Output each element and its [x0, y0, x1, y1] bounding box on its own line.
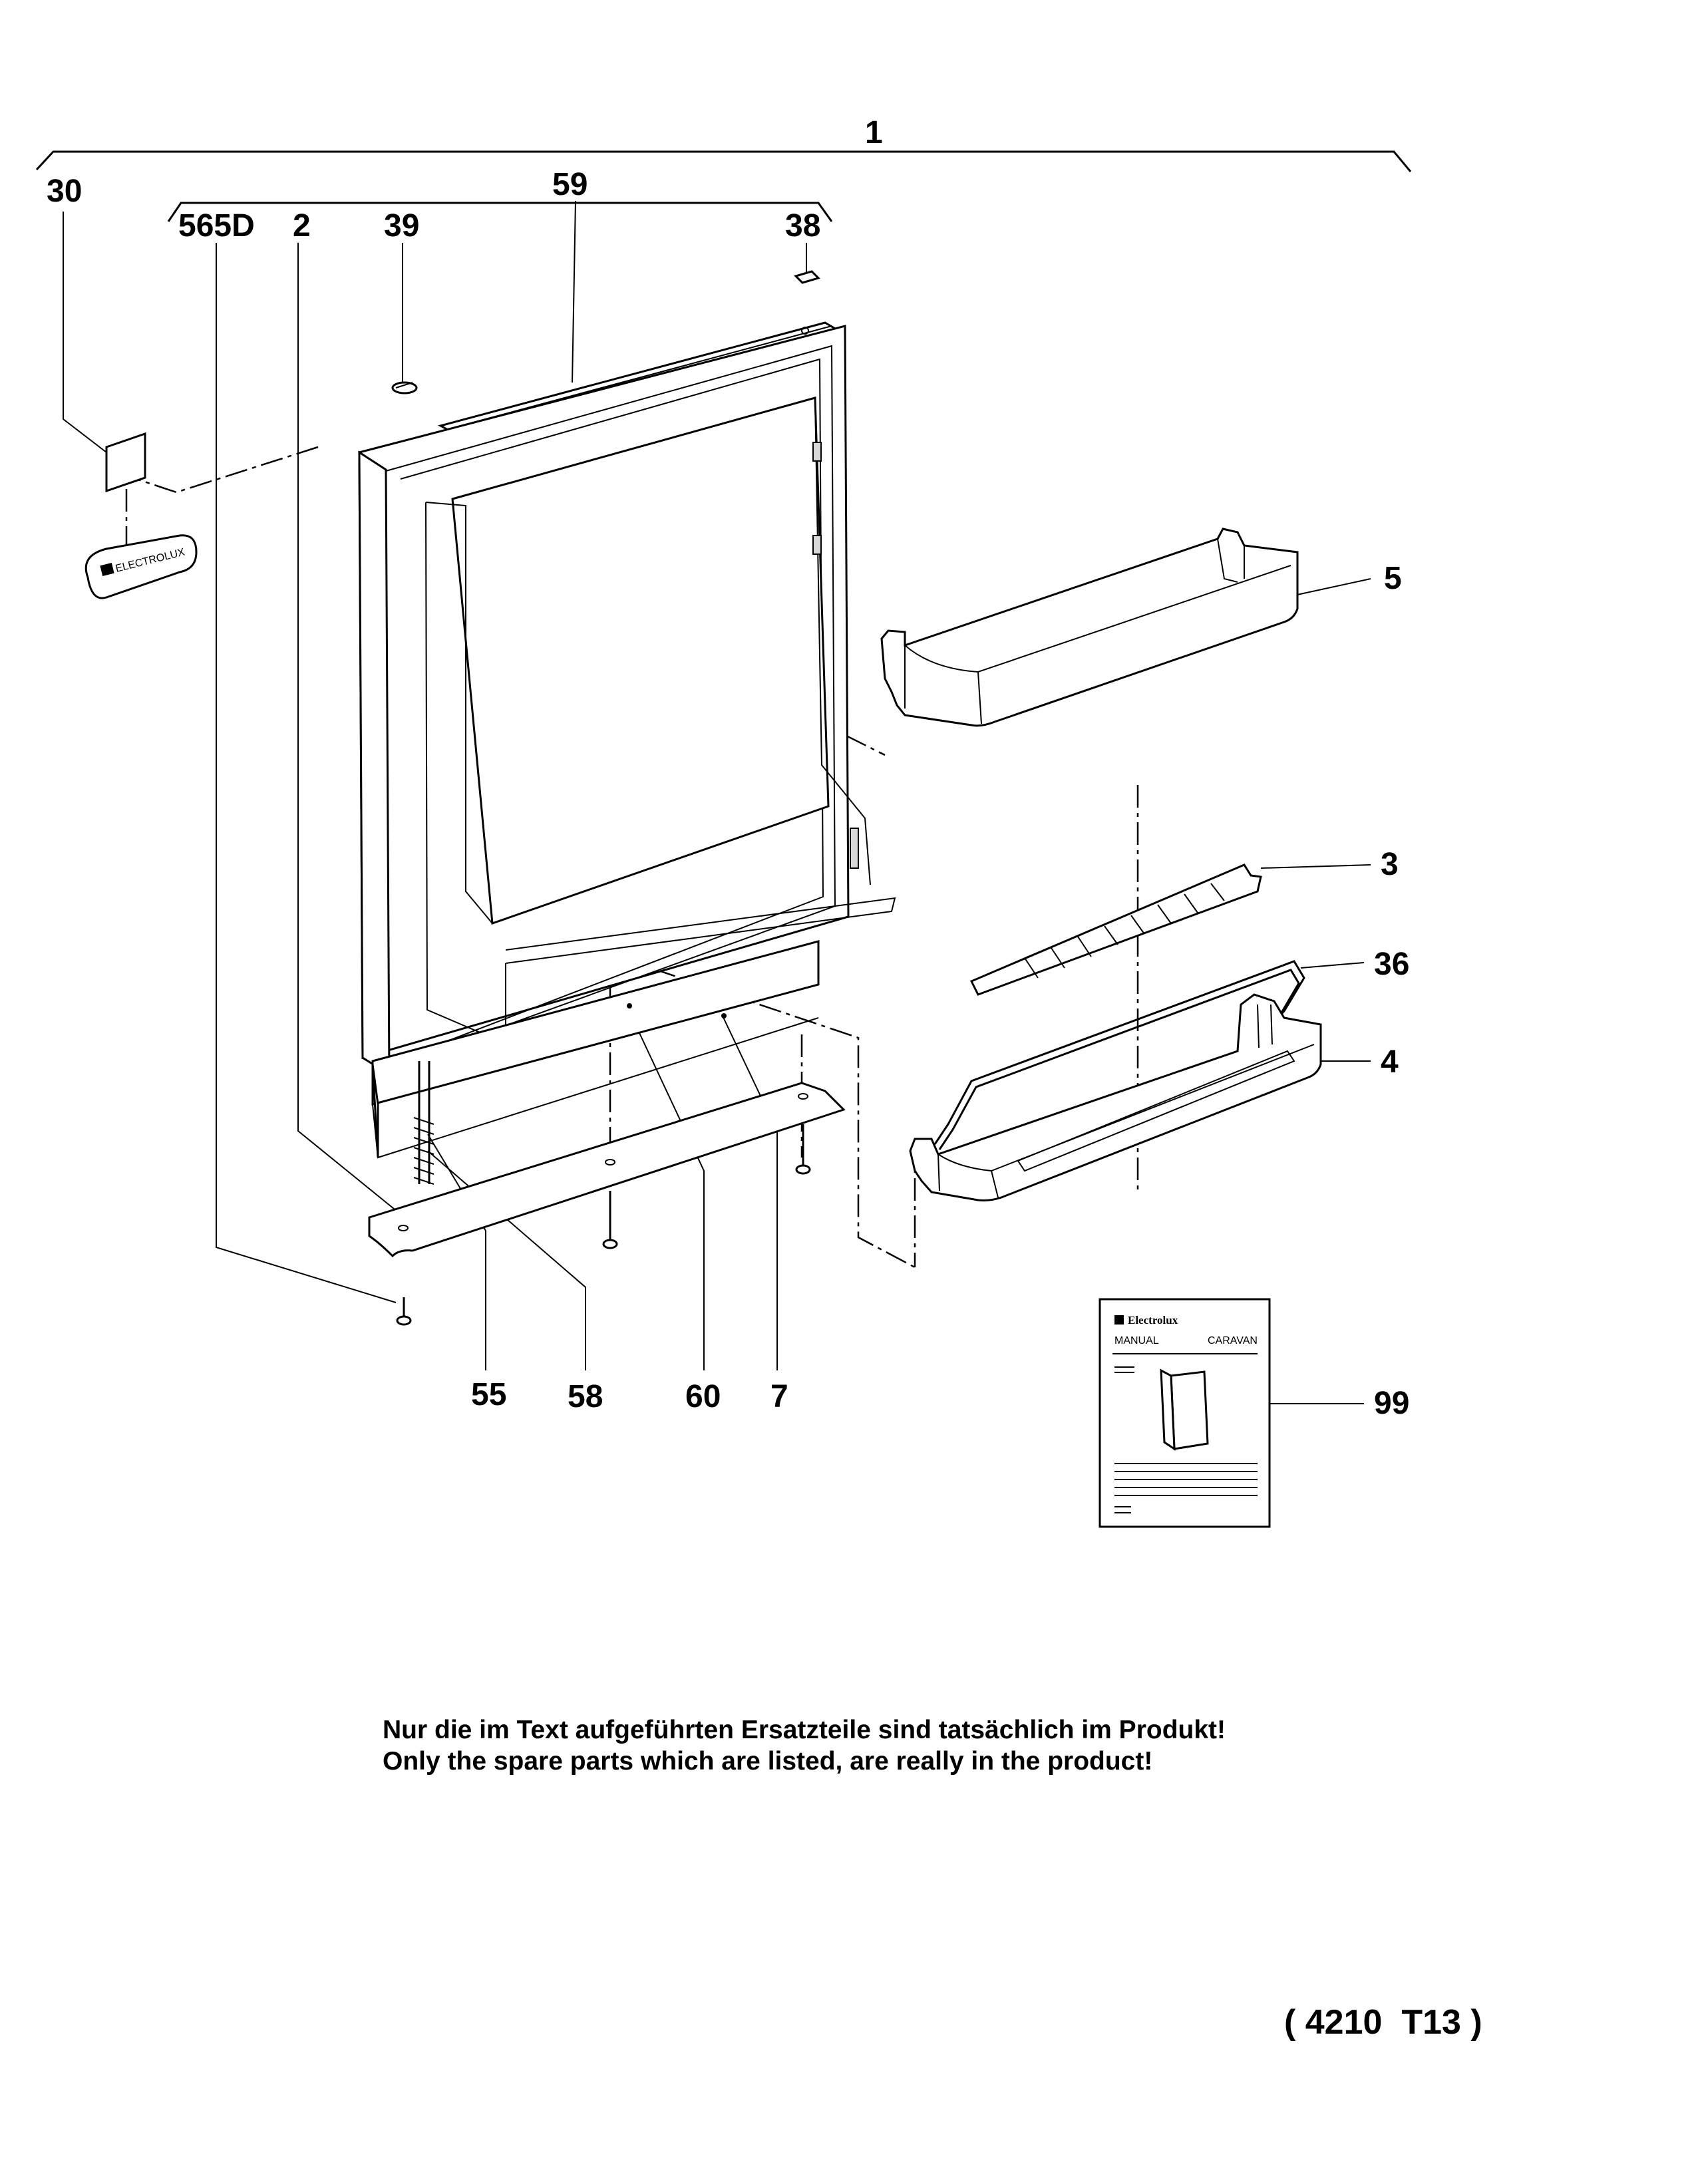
group-bracket-59 [167, 202, 833, 222]
disclaimer-line-german: Nur die im Text aufgeführten Ersatzteile… [383, 1716, 1226, 1744]
callout-4: 4 [1381, 1044, 1399, 1080]
callout-5: 5 [1384, 561, 1402, 596]
callout-3: 3 [1381, 847, 1399, 882]
screw-60 [602, 1191, 618, 1249]
drawing-code: ( 4210 T13 ) [1284, 2003, 1482, 2042]
callout-39: 39 [384, 208, 419, 243]
callout-30: 30 [47, 174, 82, 209]
shelf-rail-3 [969, 863, 1262, 996]
door-shelf-5 [880, 528, 1299, 727]
wire-guard-36 [933, 960, 1305, 1150]
callout-38: 38 [785, 208, 820, 243]
disclaimer-line-english: Only the spare parts which are listed, a… [383, 1747, 1153, 1776]
label-patch-30 [105, 432, 146, 493]
callout-565d: 565D [178, 208, 255, 243]
callout-59: 59 [552, 167, 588, 202]
callout-58: 58 [568, 1379, 603, 1414]
hinge-pin-39 [391, 381, 418, 394]
hinge-pin-38 [794, 270, 820, 284]
spring-55 [413, 1061, 434, 1185]
callout-1: 1 [865, 115, 883, 150]
manual-brand: Electrolux [1128, 1314, 1178, 1326]
door-panel-2 [358, 325, 896, 1159]
manual-left-label: MANUAL [1114, 1335, 1159, 1346]
manual-99: Electrolux MANUAL CARAVAN [1099, 1298, 1271, 1528]
group-bracket-1 [35, 150, 1412, 172]
disclaimer-note: Nur die im Text aufgeführten Ersatzteile… [383, 1714, 1226, 1777]
callout-55: 55 [471, 1377, 506, 1412]
screw-565d [396, 1297, 412, 1326]
door-shelf-4 [909, 993, 1322, 1201]
screw-7 [795, 1124, 811, 1175]
bottom-bracket-58 [368, 1082, 846, 1258]
callout-36: 36 [1374, 947, 1409, 982]
callout-7: 7 [770, 1379, 788, 1414]
callout-2: 2 [293, 208, 311, 243]
manual-right-label: CARAVAN [1208, 1335, 1258, 1346]
electrolux-badge: ELECTROLUX [85, 534, 198, 599]
callout-99: 99 [1374, 1386, 1409, 1421]
callout-60: 60 [685, 1379, 721, 1414]
